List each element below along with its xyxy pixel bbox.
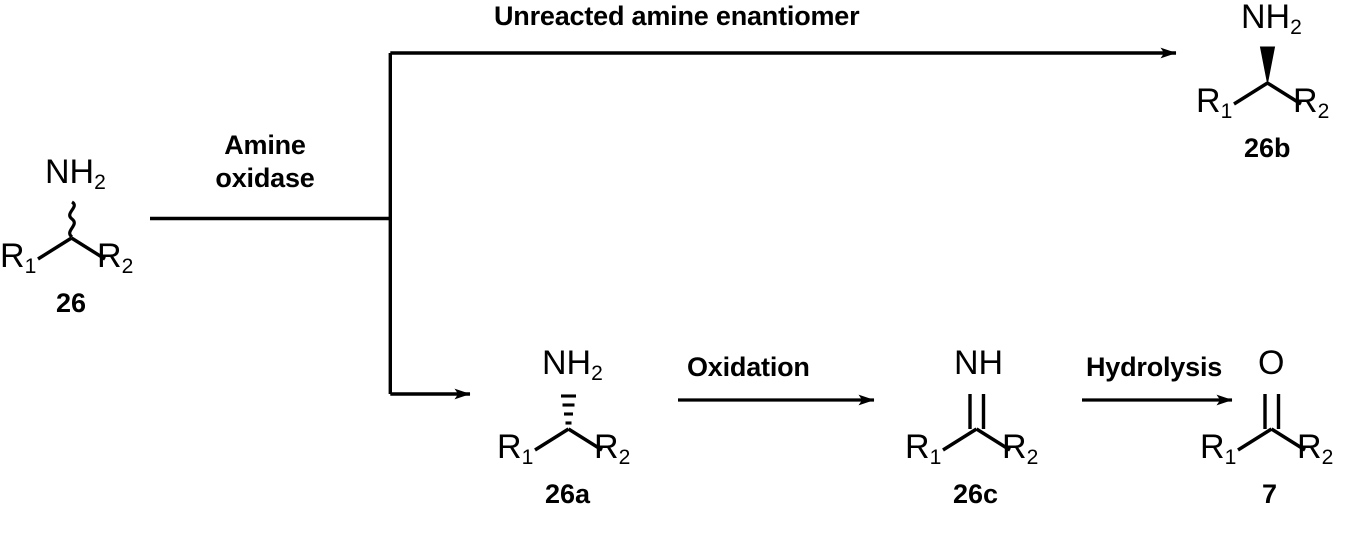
bond-26b-left [1233,81,1269,106]
structure-26a: NH2 R1 R2 26a [497,344,657,508]
compound-number-26c: 26c [953,479,999,509]
bond-26c-right [975,427,1011,452]
structure-26: NH2 R1 R2 26 [0,153,160,317]
atom-label-7-top: O [1258,344,1285,382]
structure-7: O R1 R2 7 [1200,344,1356,508]
compound-number-7: 7 [1262,479,1278,509]
bond-26b-right [1266,81,1302,106]
atom-label-26c-top: NH [954,344,1004,382]
wedge-bond-26b [1259,46,1276,84]
double-bond-7 [1263,394,1281,429]
amine-oxidase-fork-arrow [150,47,1177,400]
bond-7-left [1237,427,1273,452]
atom-label-26a-left: R1 [497,428,534,469]
catalyst-label-line2: oxidase [215,163,315,193]
catalyst-label-line1: Amine [224,130,306,160]
compound-number-26b: 26b [1244,133,1291,163]
structure-26c: NH R1 R2 26c [905,344,1065,508]
atom-label-26-left: R1 [0,237,37,278]
atom-label-26-right: R2 [97,237,134,278]
atom-label-7-right: R2 [1297,428,1334,469]
atom-label-26c-right: R2 [1002,428,1039,469]
wavy-bond-26 [68,200,76,239]
bond-26c-left [942,427,978,452]
atom-label-26b-left: R1 [1196,82,1233,123]
atom-label-26a-right: R2 [594,428,631,469]
bond-26-right [70,236,106,261]
double-bond-26c [968,394,986,429]
bond-26a-right [567,427,603,452]
structure-26b: NH2 R1 R2 26b [1196,0,1356,162]
hash-bond-26a [561,394,576,425]
atom-label-7-left: R1 [1200,428,1237,469]
atom-label-26c-left: R1 [905,428,942,469]
bond-26-left [37,236,73,261]
hydrolysis-label: Hydrolysis [1086,352,1223,382]
top-branch-label: Unreacted amine enantiomer [494,1,860,31]
atom-label-26b-top: NH2 [1241,0,1302,39]
bond-26a-left [534,427,570,452]
compound-number-26: 26 [56,288,87,318]
oxidation-label: Oxidation [687,352,810,382]
atom-label-26b-right: R2 [1293,82,1330,123]
compound-number-26a: 26a [545,479,591,509]
atom-label-26a-top: NH2 [542,344,603,385]
bond-7-right [1270,427,1306,452]
atom-label-26-top: NH2 [45,153,106,194]
